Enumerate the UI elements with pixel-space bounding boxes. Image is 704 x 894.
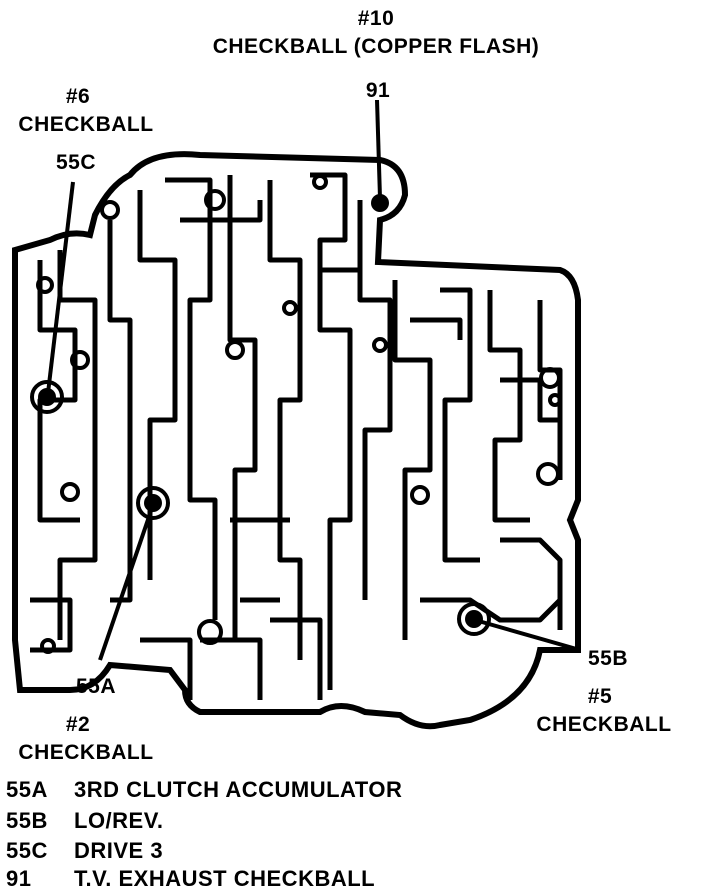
leader-line-91 — [375, 99, 382, 199]
checkball-55b-marker — [465, 610, 483, 628]
legend-code: 55B — [6, 808, 48, 833]
leader-line-55a — [98, 504, 155, 661]
checkball-6-name: CHECKBALL — [18, 113, 154, 136]
legend-row: 55B LO/REV. — [6, 810, 164, 832]
checkball-2-name: CHECKBALL — [18, 741, 154, 764]
legend-description: T.V. EXHAUST CHECKBALL — [74, 866, 376, 891]
legend-code: 91 — [6, 866, 32, 891]
legend-description: LO/REV. — [74, 808, 164, 833]
legend-code: 55C — [6, 838, 48, 863]
checkball-5-name: CHECKBALL — [536, 713, 672, 736]
leader-line-55c — [46, 181, 75, 394]
legend-description: 3RD CLUTCH ACCUMULATOR — [74, 777, 403, 802]
checkball-5-code: 55B — [587, 647, 629, 670]
plate-outline — [12, 151, 581, 730]
checkball-10-number: #10 — [357, 7, 395, 30]
legend-description: DRIVE 3 — [74, 838, 164, 863]
checkball-10-name: CHECKBALL (COPPER FLASH) — [212, 35, 540, 58]
checkball-91-marker — [371, 194, 389, 212]
legend-row: 55C DRIVE 3 — [6, 840, 163, 862]
checkball-2-code: 55A — [75, 675, 117, 698]
checkball-6-number: #6 — [65, 85, 91, 108]
legend-code: 55A — [6, 777, 48, 802]
checkball-55c-marker — [38, 388, 56, 406]
legend-row: 55A 3RD CLUTCH ACCUMULATOR — [6, 779, 402, 801]
legend-row: 91 T.V. EXHAUST CHECKBALL — [6, 868, 375, 890]
checkball-10-code: 91 — [365, 79, 391, 102]
checkball-6-code: 55C — [55, 151, 97, 174]
checkball-2-number: #2 — [65, 713, 91, 736]
checkball-5-number: #5 — [587, 685, 613, 708]
leader-line-55b — [474, 618, 581, 652]
checkball-55a-marker — [144, 494, 162, 512]
